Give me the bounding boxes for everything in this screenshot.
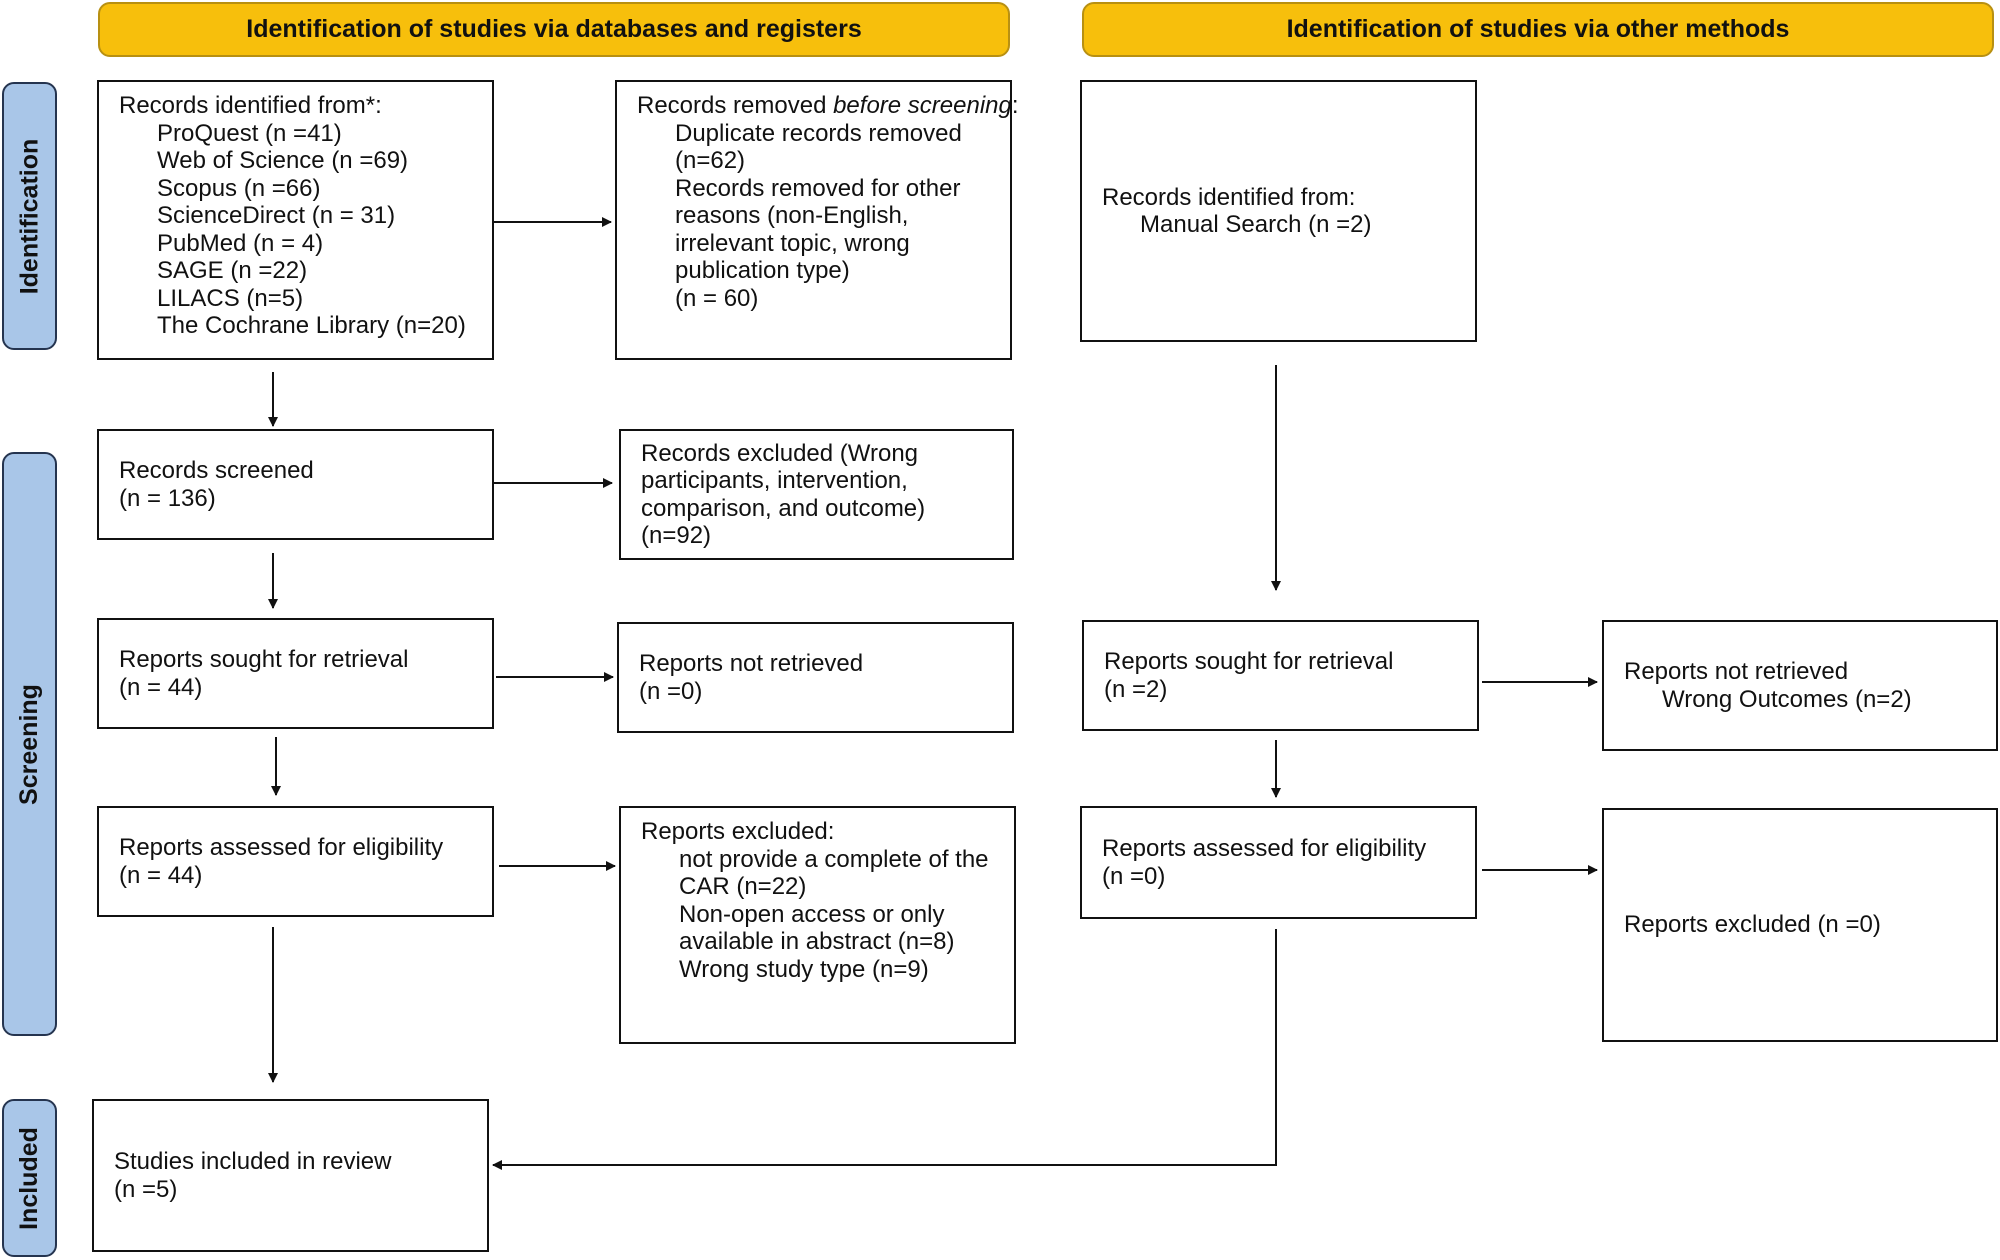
other-reports-sought-count: (n =2) (1104, 675, 1168, 703)
records-removed-emphasis: before screening (833, 92, 1012, 119)
removed-item: (n=62) (675, 147, 746, 174)
other-reports-assessed-count: (n =0) (1102, 862, 1166, 890)
other-reports-sought-box: Reports sought for retrieval (n =2) (1082, 620, 1479, 731)
other-reports-assessed-label: Reports assessed for eligibility (1102, 835, 1427, 862)
source-item: SAGE (n =22) (157, 257, 308, 284)
excluded-item: not provide a complete of the (679, 845, 989, 873)
arrow-other-to-included (492, 929, 1277, 1170)
removed-item: Records removed for other (675, 174, 961, 202)
reports-not-retrieved-box: Reports not retrieved (n =0) (617, 622, 1014, 733)
reports-assessed-label: Reports assessed for eligibility (119, 834, 444, 861)
records-excluded-box: Records excluded (Wrong participants, in… (619, 429, 1014, 560)
source-item: Web of Science (n =69) (157, 147, 409, 174)
stage-identification: Identification (2, 82, 57, 350)
reports-assessed-count: (n = 44) (119, 861, 203, 889)
studies-included-count: (n =5) (114, 1175, 178, 1203)
excluded-item: Non-open access or only (679, 900, 945, 928)
source-item: ScienceDirect (n = 31) (157, 202, 396, 229)
records-screened-label: Records screened (119, 457, 314, 484)
other-reports-assessed-box: Reports assessed for eligibility (n =0) (1080, 806, 1477, 919)
other-reports-not-retrieved-reason: Wrong Outcomes (n=2) (1662, 685, 1912, 713)
reports-not-retrieved-label: Reports not retrieved (639, 650, 864, 677)
other-records-identified-box: Records identified from: Manual Search (… (1080, 80, 1477, 342)
source-item: Scopus (n =66) (157, 174, 321, 202)
stage-included: Included (2, 1099, 57, 1257)
reports-sought-count: (n = 44) (119, 673, 203, 701)
excluded-item: CAR (n=22) (679, 873, 807, 900)
header-other-methods: Identification of studies via other meth… (1082, 2, 1994, 57)
reports-not-retrieved-count: (n =0) (639, 677, 703, 705)
reports-sought-box: Reports sought for retrieval (n = 44) (97, 618, 494, 729)
records-identified-heading: Records identified from*: (119, 92, 382, 119)
other-records-identified-heading: Records identified from: (1102, 183, 1356, 211)
source-item: LILACS (n=5) (157, 284, 304, 312)
source-item: PubMed (n = 4) (157, 229, 324, 257)
records-screened-box: Records screened (n = 136) (97, 429, 494, 540)
reports-sought-label: Reports sought for retrieval (119, 646, 409, 673)
header-databases-registers: Identification of studies via databases … (98, 2, 1010, 57)
removed-item: (n = 60) (675, 284, 759, 312)
studies-included-label: Studies included in review (114, 1148, 392, 1175)
removed-item: irrelevant topic, wrong (675, 229, 910, 257)
removed-item: Duplicate records removed (675, 119, 962, 147)
records-excluded-line: comparison, and outcome) (641, 494, 926, 522)
other-reports-sought-label: Reports sought for retrieval (1104, 648, 1394, 675)
records-excluded-line: participants, intervention, (641, 467, 908, 494)
other-reports-excluded-box: Reports excluded (n =0) (1602, 808, 1998, 1042)
stage-screening: Screening (2, 452, 57, 1036)
records-screened-count: (n = 136) (119, 484, 216, 512)
records-excluded-line: (n=92) (641, 522, 712, 549)
other-reports-not-retrieved-label: Reports not retrieved (1624, 658, 1849, 685)
other-reports-not-retrieved-box: Reports not retrieved Wrong Outcomes (n=… (1602, 620, 1998, 751)
other-reports-excluded-label: Reports excluded (n =0) (1624, 911, 1881, 939)
source-item: The Cochrane Library (n=20) (157, 312, 466, 339)
reports-excluded-heading: Reports excluded: (641, 818, 835, 845)
records-identified-box: Records identified from*: ProQuest (n =4… (97, 80, 494, 360)
records-removed-box: Records removed before screening: Duplic… (615, 80, 1019, 360)
studies-included-box: Studies included in review (n =5) (92, 1099, 489, 1252)
other-records-identified-source: Manual Search (n =2) (1140, 211, 1372, 238)
excluded-item: available in abstract (n=8) (679, 928, 955, 955)
source-item: ProQuest (n =41) (157, 119, 342, 147)
removed-item: publication type) (675, 257, 850, 284)
excluded-item: Wrong study type (n=9) (679, 955, 929, 983)
reports-assessed-box: Reports assessed for eligibility (n = 44… (97, 806, 494, 917)
reports-excluded-box: Reports excluded: not provide a complete… (619, 806, 1016, 1044)
records-excluded-line: Records excluded (Wrong (641, 439, 919, 467)
removed-item: reasons (non-English, (675, 202, 909, 229)
records-removed-heading: Records removed before screening: (637, 92, 1019, 119)
